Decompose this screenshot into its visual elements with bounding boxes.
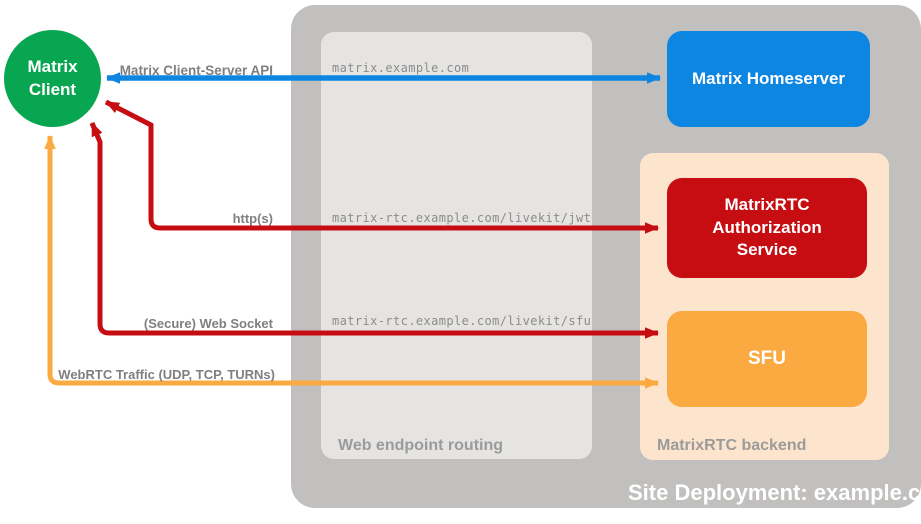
- https-label: http(s): [232, 211, 273, 226]
- sfu-node: SFU: [667, 311, 867, 407]
- webrtc-traffic-label: WebRTC Traffic (UDP, TCP, TURNs): [58, 367, 275, 382]
- matrixrtc-backend-label: MatrixRTC backend: [657, 437, 807, 454]
- sfu-label: SFU: [748, 348, 786, 369]
- endpoint-livekit-jwt: matrix-rtc.example.com/livekit/jwt: [332, 211, 592, 225]
- matrixrtc-auth-service-node: MatrixRTC Authorization Service: [667, 178, 867, 278]
- web-endpoint-routing-zone: [321, 32, 592, 459]
- site-deployment-title: Site Deployment: example.com: [628, 480, 921, 505]
- matrix-homeserver-label: Matrix Homeserver: [691, 69, 846, 88]
- endpoint-livekit-sfu: matrix-rtc.example.com/livekit/sfu: [332, 314, 592, 328]
- client-server-api-label: Matrix Client-Server API: [119, 63, 273, 78]
- endpoint-matrix-domain: matrix.example.com: [332, 61, 470, 75]
- matrix-homeserver-node: Matrix Homeserver: [667, 31, 870, 127]
- matrix-client-node: Matrix Client: [4, 30, 101, 127]
- matrixrtc-auth-service-label: MatrixRTC Authorization Service: [712, 194, 822, 260]
- web-endpoint-routing-label: Web endpoint routing: [338, 437, 504, 454]
- websocket-label: (Secure) Web Socket: [143, 316, 273, 331]
- matrix-client-label: Matrix Client: [27, 57, 78, 99]
